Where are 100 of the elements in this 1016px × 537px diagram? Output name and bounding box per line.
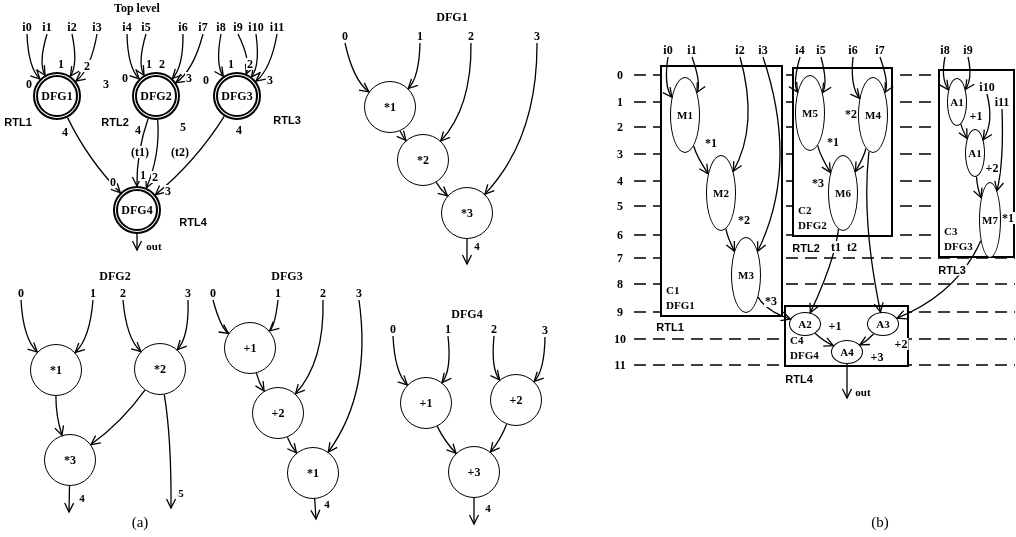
port-label: 4	[134, 124, 142, 136]
time-step-label: 8	[616, 278, 624, 290]
arrow	[163, 393, 177, 509]
input-label: 2	[320, 287, 326, 299]
arrow	[66, 116, 121, 194]
arrow	[254, 372, 265, 392]
arrow	[327, 299, 363, 453]
input-label: i8	[940, 44, 950, 56]
arrow	[175, 33, 204, 84]
node-caption: RTL2	[791, 242, 821, 254]
input-label: i3	[758, 44, 768, 56]
port-label: 4	[61, 126, 69, 138]
arrow	[725, 228, 736, 252]
arrow	[441, 335, 452, 384]
port-label: 3	[185, 72, 193, 84]
operation-ellipse: A2	[789, 312, 821, 336]
arrow	[849, 56, 861, 99]
arrow	[461, 238, 473, 265]
port-label: 3	[266, 74, 274, 86]
input-label: i1	[687, 44, 697, 56]
input-label: 2	[491, 323, 497, 335]
input-label: 0	[342, 30, 348, 42]
edge-label: out	[855, 386, 871, 398]
arrow	[691, 56, 706, 93]
node-caption: +2	[984, 162, 1000, 174]
arrow	[841, 363, 853, 399]
arrow	[973, 176, 983, 199]
rtl-box	[784, 305, 909, 367]
arrow	[171, 33, 184, 80]
input-label: i0	[663, 44, 673, 56]
input-label: i10	[248, 21, 264, 33]
operation-ellipse: M6	[828, 155, 858, 231]
input-label: i7	[198, 21, 208, 33]
arrow	[90, 389, 146, 446]
port-label: t1	[830, 241, 842, 253]
input-label: i7	[875, 44, 885, 56]
arrow	[982, 93, 993, 141]
node-caption: *1	[826, 136, 840, 148]
arrow	[396, 129, 407, 142]
box-label: DFG1	[666, 300, 695, 311]
port-label: DFG4	[450, 308, 484, 320]
input-label: 2	[120, 287, 126, 299]
input-label: 0	[18, 287, 24, 299]
port-label: 1	[227, 58, 235, 70]
arrow	[131, 118, 149, 187]
arrow	[268, 299, 280, 332]
box-label: C2	[798, 205, 813, 216]
arrow	[135, 33, 147, 76]
time-step-label: 7	[616, 252, 624, 264]
input-label: 1	[90, 287, 96, 299]
edge-label: 4	[474, 240, 480, 252]
arrow	[809, 228, 840, 314]
time-step-label: 9	[616, 306, 624, 318]
input-label: i8	[216, 21, 226, 33]
edge-label: 4	[79, 492, 85, 504]
input-label: 0	[390, 323, 396, 335]
arrow	[64, 485, 75, 513]
arrow	[435, 181, 449, 197]
arrow	[662, 56, 673, 98]
operation-ellipse: M3	[731, 237, 761, 313]
arrow	[212, 299, 230, 335]
input-label: i2	[67, 21, 77, 33]
time-step-label: 2	[616, 121, 624, 133]
arrow	[74, 299, 94, 354]
edge-label: out	[146, 240, 162, 252]
time-step-label: 0	[616, 69, 624, 81]
arrow	[131, 232, 143, 251]
input-label: i4	[795, 44, 805, 56]
arrow	[484, 42, 538, 195]
node-caption: +2	[893, 338, 909, 350]
port-label: Top level	[113, 2, 161, 14]
arrow	[468, 497, 480, 525]
port-label: 3	[164, 185, 172, 197]
arrow	[993, 108, 1004, 192]
node-caption: RTL1	[3, 116, 33, 128]
input-label: 3	[356, 287, 362, 299]
input-label: 3	[542, 324, 548, 336]
port-label: DFG2	[98, 270, 132, 282]
operation-ellipse: A4	[831, 340, 863, 364]
arrow	[407, 42, 421, 90]
arrow	[939, 56, 950, 91]
input-label: 1	[275, 287, 281, 299]
box-label: C4	[790, 335, 805, 346]
arrow	[757, 296, 792, 321]
node-caption: *3	[811, 177, 825, 189]
time-step-label: 3	[616, 148, 624, 160]
arrow	[958, 123, 968, 140]
arrow	[854, 147, 867, 173]
input-label: i10	[979, 81, 995, 93]
node-caption: *1	[704, 137, 718, 149]
port-label: 5	[179, 121, 187, 133]
arrow	[294, 299, 324, 395]
input-label: 2	[468, 30, 474, 42]
time-step-label: 1	[616, 96, 624, 108]
arrow	[820, 56, 832, 94]
arrow	[879, 56, 894, 93]
time-step-label: 11	[613, 359, 627, 371]
node-caption: *1	[1001, 212, 1015, 224]
operation-ellipse: A1	[947, 78, 967, 126]
port-label: 0	[202, 74, 210, 86]
